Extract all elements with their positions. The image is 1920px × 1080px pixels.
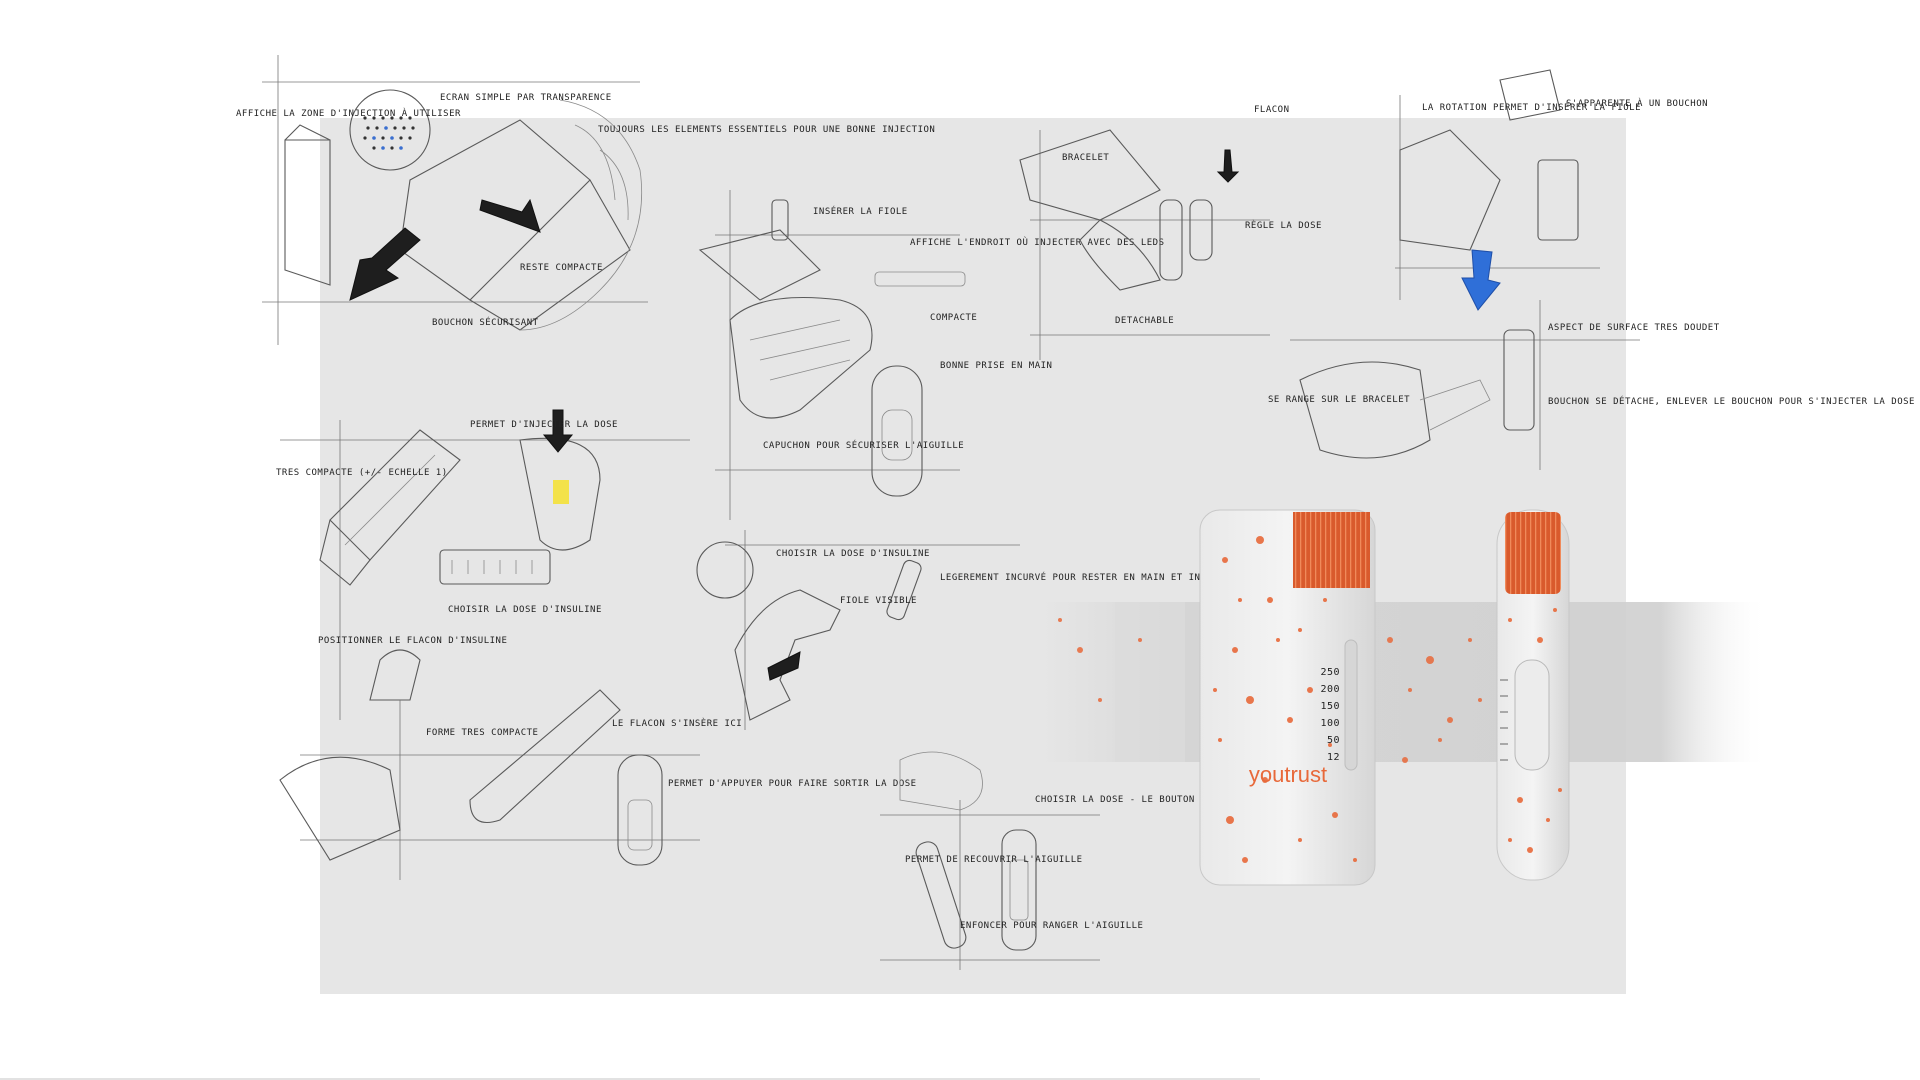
brand-logo: youtrust [1249, 762, 1327, 787]
scale-label-100: 100 [1320, 718, 1340, 729]
scale-label-12: 12 [1327, 752, 1340, 763]
note-detachable: Detachable [1115, 316, 1174, 326]
highlight-yellow [553, 480, 569, 504]
note-legerement-incurve: Legerement incurvé pour rester en main e… [940, 571, 1277, 583]
sketch-pen-flacon: Forme tres compacte Le flacon s'insère i… [279, 689, 917, 880]
render-slim-cap [1505, 512, 1561, 594]
scale-label-200: 200 [1320, 684, 1340, 695]
note-flacon-insere: Le flacon s'insère ici [612, 717, 742, 729]
note-ecran-simple: Ecran simple par transparence [440, 93, 612, 103]
note-apparente-bouchon: S'apparente à un bouchon [1566, 97, 1708, 109]
note-rotation: La rotation permet d'insérer la fiole [1422, 101, 1641, 113]
sketch-fiole-insertion: Insérer la fiole Affiche l'endroit où in… [698, 190, 1165, 520]
sketch-rotation: La rotation permet d'insérer la fiole S'… [1395, 69, 1708, 311]
note-inserer-fiole: Insérer la fiole [813, 205, 908, 217]
note-fiole-visible: Fiole visible [840, 596, 917, 606]
note-choisir-dose-2: Choisir la dose d'insuline [776, 549, 930, 559]
note-tres-compacte: Tres compacte (+/- echelle 1) [276, 468, 448, 478]
scale-label-150: 150 [1320, 701, 1340, 712]
note-choisir-dose-3: Choisir la dose - le bouton monte ou des… [1035, 795, 1295, 805]
note-aspect-surface: Aspect de surface tres doudet [1548, 323, 1720, 333]
note-toujours-elements: Toujours les elements essentiels pour un… [598, 125, 935, 135]
note-bracelet: Bracelet [1062, 153, 1109, 163]
note-se-range: Se range sur le bracelet [1268, 395, 1410, 405]
note-bouchon-detache: Bouchon se détache, enlever le bouchon p… [1548, 395, 1915, 407]
presentation-board [320, 118, 1626, 994]
sketch-hand-pen: Choisir la dose - le bouton monte ou des… [880, 751, 1295, 970]
sketch-compact-injector: Permet d'injecter la dose Tres compacte … [276, 409, 690, 720]
note-capuchon: Capuchon pour sécuriser l'aiguille [763, 439, 964, 451]
bottom-divider [0, 1078, 1260, 1080]
note-bouchon-securisant: Bouchon sécurisant [432, 316, 539, 328]
scale-label-250: 250 [1320, 667, 1340, 678]
note-choisir-dose-1: Choisir la dose d'insuline [448, 605, 602, 615]
note-regle-dose: Règle la dose [1245, 219, 1322, 231]
note-forme-compacte: Forme tres compacte [426, 728, 538, 738]
note-bonne-prise: Bonne prise en main [940, 361, 1052, 371]
sketch-device-screen: Affiche la zone d'injection à utiliser E… [236, 55, 935, 345]
note-permet-recouvrir: Permet de recouvrir l'aiguille [905, 855, 1083, 865]
note-positionner-flacon: Positionner le flacon d'insuline [318, 636, 507, 646]
sketch-hand-bracelet: Aspect de surface tres doudet Se range s… [1268, 300, 1915, 470]
band-spatters [1058, 618, 1482, 763]
render-cap [1293, 512, 1370, 588]
blue-arrow-icon [1461, 249, 1501, 311]
note-zone-injection: Affiche la zone d'injection à utiliser [236, 107, 461, 119]
note-permet-injecter: Permet d'injecter la dose [470, 420, 618, 430]
render-youtrust-device: 250 200 150 100 50 12 youtrust [1199, 509, 1376, 886]
note-compacte: Compacte [930, 313, 977, 323]
note-affiche-endroit: Affiche l'endroit où injecter avec des l… [910, 236, 1165, 248]
sketch-bracelet: Bracelet Flacon Règle la dose Detachable [1019, 105, 1322, 360]
note-enfoncer-aiguille: Enfoncer pour ranger l'aiguille [960, 921, 1143, 931]
sketch-c-device: Choisir la dose d'insuline Fiole visible… [696, 530, 1277, 730]
note-flacon: Flacon [1254, 105, 1290, 115]
scale-label-50: 50 [1327, 735, 1340, 746]
note-appuyer: Permet d'appuyer pour faire sortir la do… [668, 779, 917, 789]
note-reste-compacte: Reste compacte [520, 263, 603, 273]
render-slim-device [1496, 509, 1570, 881]
